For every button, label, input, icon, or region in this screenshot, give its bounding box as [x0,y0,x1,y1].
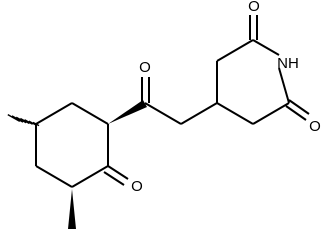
imide-ring-bond-c5-c4 [216,102,254,125]
imide-carbonyl-bottom-double-bond-b [285,105,307,121]
imide-carbonyl-top: O [248,0,260,40]
imide-top-oxygen-label: O [248,0,260,15]
ring-ketone-double-bond-b [103,171,125,186]
wedged-methyl-bond [68,189,76,229]
wedged-acyl-bond [108,100,147,124]
cyclohexanone-ring [35,102,109,188]
ring-ketone-oxygen-label: O [131,178,143,195]
imide-carbonyl-bottom: O [285,99,321,135]
skeletal-formula: O O O [7,0,321,229]
ring-bond-c5-c4 [35,102,73,125]
ring-bond-c4-c3 [71,102,109,125]
imide-carbonyl-bottom-double-bond-a [288,99,310,115]
acyl-to-methylene-bond [144,102,182,125]
glutarimide-ring [216,39,290,125]
methylene-to-glutarimide-bond [180,102,218,125]
acyl-oxygen-label: O [139,59,151,76]
imide-ring-bond-c3-c2 [216,39,254,62]
methyl-groups [7,113,76,229]
imide-nitrogen-label: NH [277,55,299,72]
ring-ketone: O [103,165,143,195]
ring-bond-c1-c6 [35,165,73,188]
side-chain: O [139,59,218,125]
imide-ring-bond-c2-n [252,39,280,56]
ring-ketone-double-bond-a [107,165,129,180]
hashed-methyl-bond [7,113,40,127]
imide-ring-bond-n-c6 [278,67,290,104]
imide-ring-bond-c6-c5 [252,102,290,125]
ring-bond-c2-c1 [71,165,109,188]
imide-bottom-oxygen-label: O [309,118,321,135]
